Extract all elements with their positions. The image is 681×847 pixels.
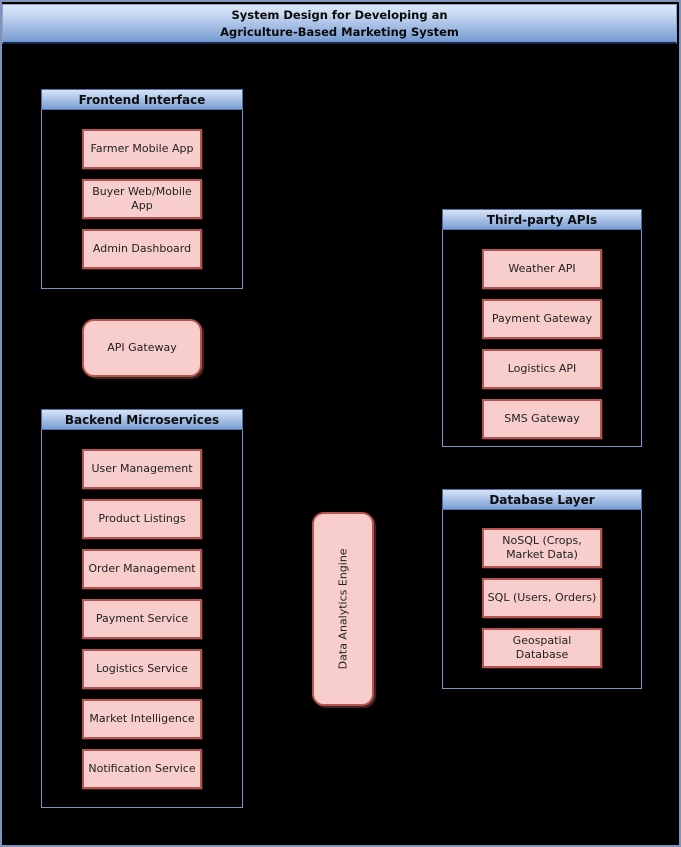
node-geospatial-database: Geospatial Database xyxy=(482,628,602,668)
node-logistics-api: Logistics API xyxy=(482,349,602,389)
group-backend-body: User Management Product Listings Order M… xyxy=(42,430,242,789)
node-payment-gateway: Payment Gateway xyxy=(482,299,602,339)
group-database-layer: Database Layer NoSQL (Crops, Market Data… xyxy=(442,489,642,689)
group-database-header: Database Layer xyxy=(442,489,642,510)
node-data-analytics-engine: Data Analytics Engine xyxy=(312,512,374,706)
group-third-party-header: Third-party APIs xyxy=(442,209,642,230)
node-payment-service: Payment Service xyxy=(82,599,202,639)
diagram-title: System Design for Developing an Agricult… xyxy=(2,4,677,44)
node-weather-api: Weather API xyxy=(482,249,602,289)
node-notification-service: Notification Service xyxy=(82,749,202,789)
group-third-party-body: Weather API Payment Gateway Logistics AP… xyxy=(443,230,641,439)
node-admin-dashboard: Admin Dashboard xyxy=(82,229,202,269)
group-third-party-apis: Third-party APIs Weather API Payment Gat… xyxy=(442,209,642,447)
group-frontend-header: Frontend Interface xyxy=(41,89,243,110)
node-sql-database: SQL (Users, Orders) xyxy=(482,578,602,618)
node-logistics-service: Logistics Service xyxy=(82,649,202,689)
group-frontend-interface: Frontend Interface Farmer Mobile App Buy… xyxy=(41,89,243,289)
node-api-gateway: API Gateway xyxy=(82,319,202,377)
group-backend-microservices: Backend Microservices User Management Pr… xyxy=(41,409,243,808)
data-analytics-engine-label: Data Analytics Engine xyxy=(336,548,350,670)
node-sms-gateway: SMS Gateway xyxy=(482,399,602,439)
node-nosql-database: NoSQL (Crops, Market Data) xyxy=(482,528,602,568)
node-market-intelligence: Market Intelligence xyxy=(82,699,202,739)
node-farmer-mobile-app: Farmer Mobile App xyxy=(82,129,202,169)
node-buyer-web-mobile-app: Buyer Web/Mobile App xyxy=(82,179,202,219)
group-database-body: NoSQL (Crops, Market Data) SQL (Users, O… xyxy=(443,510,641,668)
group-frontend-body: Farmer Mobile App Buyer Web/Mobile App A… xyxy=(42,110,242,269)
node-order-management: Order Management xyxy=(82,549,202,589)
node-user-management: User Management xyxy=(82,449,202,489)
group-backend-header: Backend Microservices xyxy=(41,409,243,430)
node-product-listings: Product Listings xyxy=(82,499,202,539)
